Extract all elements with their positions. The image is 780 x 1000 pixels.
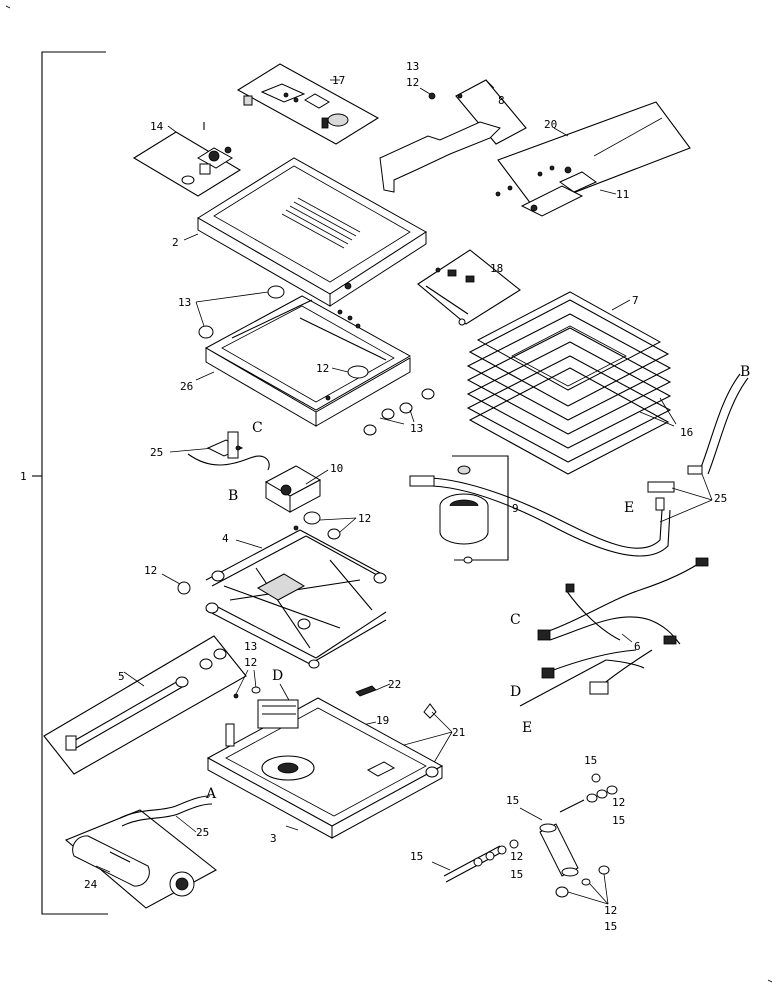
hose-A: A 25 (119, 786, 217, 839)
label-15-a: 15 (584, 754, 597, 767)
label-11: 11 (616, 188, 629, 201)
label-13-mid: 13 (178, 296, 191, 309)
switch-assembly-11: 20 11 (495, 101, 691, 217)
label-25-left: 25 (150, 446, 163, 459)
label-6: 6 (634, 640, 641, 653)
label-25-bottom: 25 (196, 826, 209, 839)
label-15-e: 15 (510, 868, 523, 881)
label-21: 21 (452, 726, 465, 739)
handle-assembly-17: 17 (236, 63, 380, 145)
label-8: 8 (498, 94, 505, 107)
label-12-mid: 12 (316, 362, 329, 375)
control-block-14: 14 (132, 120, 242, 197)
compressor-9: 9 (409, 455, 519, 564)
shock-hardware-15: 15 12 15 15 15 12 15 12 15 (410, 754, 625, 933)
label-C-right: C (510, 612, 521, 628)
label-10: 10 (330, 462, 343, 475)
label-13-base: 13 (244, 640, 257, 653)
label-15-d: 15 (410, 850, 423, 863)
label-13-low: 13 (410, 422, 423, 435)
label-A: A (205, 786, 217, 802)
label-3: 3 (270, 832, 277, 845)
label-C-left: C (252, 420, 263, 436)
base-fasteners: 13 12 D (233, 640, 291, 703)
label-19: 19 (376, 714, 389, 727)
label-12-top: 12 (406, 76, 419, 89)
label-2: 2 (172, 236, 179, 249)
label-5: 5 (118, 670, 125, 683)
label-20: 20 (544, 118, 557, 131)
bracket-plate-8: 13 12 8 (379, 60, 527, 193)
upper-frame-2: 2 (172, 157, 427, 307)
label-12-left: 12 (144, 564, 157, 577)
label-13-top: 13 (406, 60, 419, 73)
shaft-5: 5 (43, 635, 247, 775)
clip-kit-18: 18 (417, 249, 521, 326)
label-18: 18 (490, 262, 503, 275)
harness-6: C D E 6 (510, 557, 709, 736)
label-12-scissor: 12 (358, 512, 371, 525)
label-4: 4 (222, 532, 229, 545)
label-25-right: 25 (714, 492, 727, 505)
valve-10: B 10 (228, 462, 343, 531)
label-D-right: D (510, 684, 521, 700)
label-B-left: B (228, 488, 238, 504)
scissor-4: 4 12 (144, 529, 387, 669)
base-3: 3 (206, 697, 444, 845)
label-17: 17 (332, 74, 345, 87)
air-hose-25: B E 25 (429, 364, 750, 557)
middle-frame-26: 13 12 26 13 (178, 285, 435, 436)
label-D-left: D (272, 668, 283, 684)
label-7: 7 (632, 294, 639, 307)
grille-slots (281, 197, 361, 249)
label-14: 14 (150, 120, 164, 133)
label-15-f: 15 (604, 920, 617, 933)
label-12-bottom: 12 (604, 904, 617, 917)
assembly-bracket: 1 (20, 51, 108, 915)
bellows-7: 7 16 (466, 291, 693, 475)
label-9: 9 (512, 502, 519, 515)
shock-24: 24 (64, 809, 217, 909)
label-26: 26 (180, 380, 193, 393)
label-12-lower: 12 (510, 850, 523, 863)
bushing-12: 12 (303, 511, 371, 540)
corner-mark (5, 5, 11, 9)
corner-mark (767, 979, 773, 983)
label-15-b: 15 (612, 814, 625, 827)
label-E-right: E (624, 500, 634, 516)
label-12-base: 12 (244, 656, 257, 669)
fitting-25: 25 C (150, 420, 270, 471)
label-15-c: 15 (506, 794, 519, 807)
label-22: 22 (388, 678, 401, 691)
label-1: 1 (20, 470, 27, 483)
label-24: 24 (84, 878, 98, 891)
label-12-lr: 12 (612, 796, 625, 809)
label-B-right: B (740, 364, 750, 380)
label-E-bottom: E (522, 720, 532, 736)
label-16: 16 (680, 426, 693, 439)
